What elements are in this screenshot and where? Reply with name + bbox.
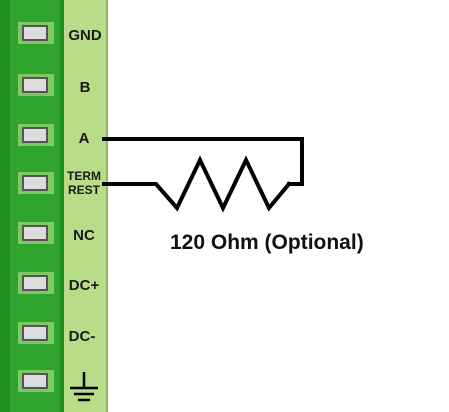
screw-b [18, 74, 54, 96]
terminal-block-left-rail [0, 0, 10, 412]
terminal-label-b: B [80, 79, 91, 96]
terminal-label-a: A [79, 130, 90, 147]
terminal-label-term: TERM [67, 169, 101, 183]
resistor-label: 120 Ohm (Optional) [170, 231, 364, 254]
terminal-block-label-strip-edge [106, 0, 108, 412]
terminal-labels: GND B A TERM REST NC DC+ DC- [67, 27, 102, 345]
wire-a-to-resistor [102, 137, 304, 186]
terminal-block-label-strip [64, 0, 108, 412]
screw-term-rest [18, 172, 54, 194]
earth-ground-icon [70, 372, 98, 402]
terminal-label-nc: NC [73, 227, 95, 244]
terminal-block [0, 0, 108, 412]
screw-nc [18, 222, 54, 244]
screw-gnd [18, 22, 54, 44]
screw-dc-plus [18, 272, 54, 294]
screw-dc-minus [18, 322, 54, 344]
resistor-zigzag [102, 155, 292, 213]
terminal-block-screw-column [10, 0, 60, 412]
wiring [102, 137, 304, 213]
terminal-label-dc-plus: DC+ [69, 277, 100, 294]
terminal-label-dc-minus: DC- [69, 328, 96, 345]
terminal-block-divider [60, 0, 64, 412]
terminal-screws [18, 22, 54, 392]
screw-a [18, 124, 54, 146]
terminal-label-rest: REST [68, 183, 101, 197]
screw-earth-ground [18, 370, 54, 392]
terminal-label-gnd: GND [68, 27, 102, 44]
